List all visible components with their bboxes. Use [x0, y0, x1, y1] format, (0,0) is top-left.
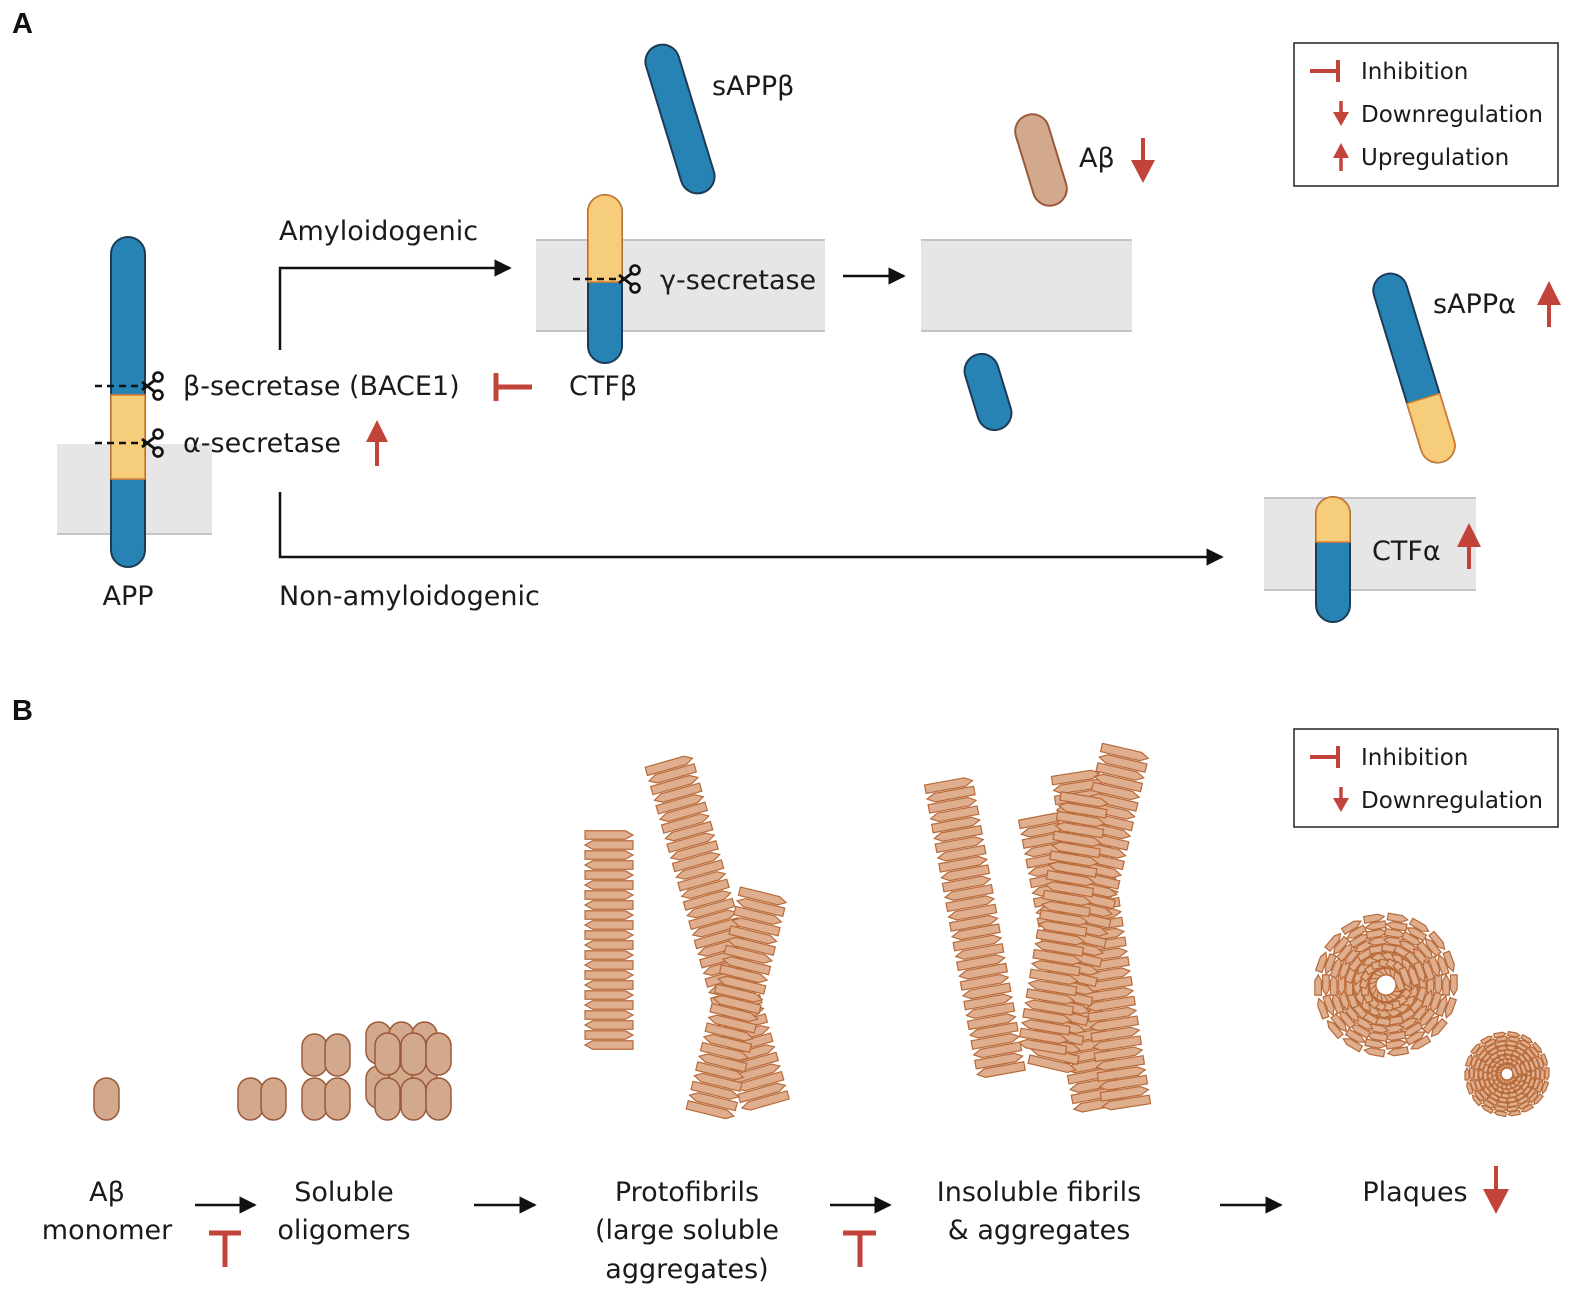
sappb-fragment [644, 43, 716, 195]
up-arrow-alpha-secretase [366, 420, 388, 466]
membrane-gamma-product [921, 240, 1132, 331]
panel-b-letter: B [12, 695, 33, 727]
membrane-ctfb [536, 240, 825, 331]
protofibril-shapes [583, 755, 791, 1120]
stage-label-protofibrils-1: Protofibrils [615, 1177, 759, 1208]
stage-label-fibrils-1: Insoluble fibrils [937, 1177, 1141, 1208]
fibril-1 [923, 777, 1026, 1078]
ctfb-label: CTFβ [569, 371, 637, 402]
inhibition-symbol-fibrillization [843, 1230, 876, 1267]
legend-b-inhibition: Inhibition [1361, 745, 1468, 771]
abeta-peptide [1014, 113, 1068, 207]
plaque-small-spoke [1511, 1053, 1548, 1079]
legend-panel-b: Inhibition Downregulation [1293, 728, 1559, 828]
inhibition-symbol-oligomerization [209, 1230, 241, 1267]
stage-label-protofibrils-2: (large soluble [595, 1215, 779, 1246]
ctfa-fragment [1315, 496, 1351, 623]
protofibril-1 [583, 830, 635, 1050]
beta-secretase-label: β-secretase (BACE1) [183, 371, 460, 402]
insoluble-fibril-shapes [923, 742, 1152, 1113]
up-arrow-ctfa [1457, 523, 1481, 569]
stage-label-plaques: Plaques [1362, 1177, 1467, 1208]
plaque-small [1464, 1030, 1550, 1118]
monomer-shape [93, 1077, 120, 1121]
alpha-secretase-label: α-secretase [183, 428, 341, 459]
stage-label-oligomers-2: oligomers [277, 1215, 410, 1246]
sappa-label: sAPPα [1433, 289, 1516, 320]
amyloidogenic-arrow [278, 259, 512, 350]
legend-a-upregulation: Upregulation [1361, 145, 1509, 171]
inhibition-symbol-bace1 [493, 373, 532, 401]
fibril-5 [1017, 791, 1110, 1056]
down-arrow-plaques [1483, 1166, 1509, 1214]
app-label: APP [102, 581, 153, 612]
up-arrow-sappa [1537, 281, 1561, 327]
legend-panel-a: Inhibition Downregulation Upregulation [1293, 42, 1559, 187]
gamma-secretase-label: γ-secretase [660, 265, 816, 296]
sappb-label: sAPPβ [712, 71, 794, 102]
plaque-large-spoke [1393, 950, 1455, 992]
panel-a-letter: A [12, 8, 33, 40]
non-amyloidogenic-arrow [278, 492, 1224, 566]
plaque-large [1314, 912, 1458, 1058]
membrane-ctfa [1264, 498, 1476, 590]
plaque-large-spoke [1362, 913, 1395, 977]
non-amyloidogenic-label: Non-amyloidogenic [279, 581, 540, 612]
stage-label-fibrils-2: & aggregates [948, 1215, 1131, 1246]
legend-a-downregulation: Downregulation [1361, 102, 1543, 128]
stage-label-monomer-1: Aβ [89, 1177, 125, 1208]
amyloidogenic-label: Amyloidogenic [279, 216, 478, 247]
plaque-large-spoke [1377, 912, 1409, 978]
aicd-fragment [963, 352, 1013, 432]
legend-a-inhibition: Inhibition [1361, 59, 1468, 85]
stage-label-monomer-2: monomer [42, 1215, 173, 1246]
ctfb-fragment [587, 194, 623, 364]
legend-b-downregulation: Downregulation [1361, 788, 1543, 814]
abeta-label: Aβ [1079, 143, 1115, 174]
protofibril-3 [685, 886, 788, 1120]
stage-label-protofibrils-3: aggregates) [605, 1254, 768, 1285]
app-protein [110, 236, 146, 568]
stage-label-oligomers-1: Soluble [294, 1177, 394, 1208]
plaque-shapes [1314, 912, 1550, 1118]
down-arrow-abeta [1131, 138, 1155, 183]
sappa-fragment [1372, 272, 1456, 464]
oligomer-shapes [237, 1021, 452, 1121]
ctfa-label: CTFα [1372, 536, 1441, 567]
